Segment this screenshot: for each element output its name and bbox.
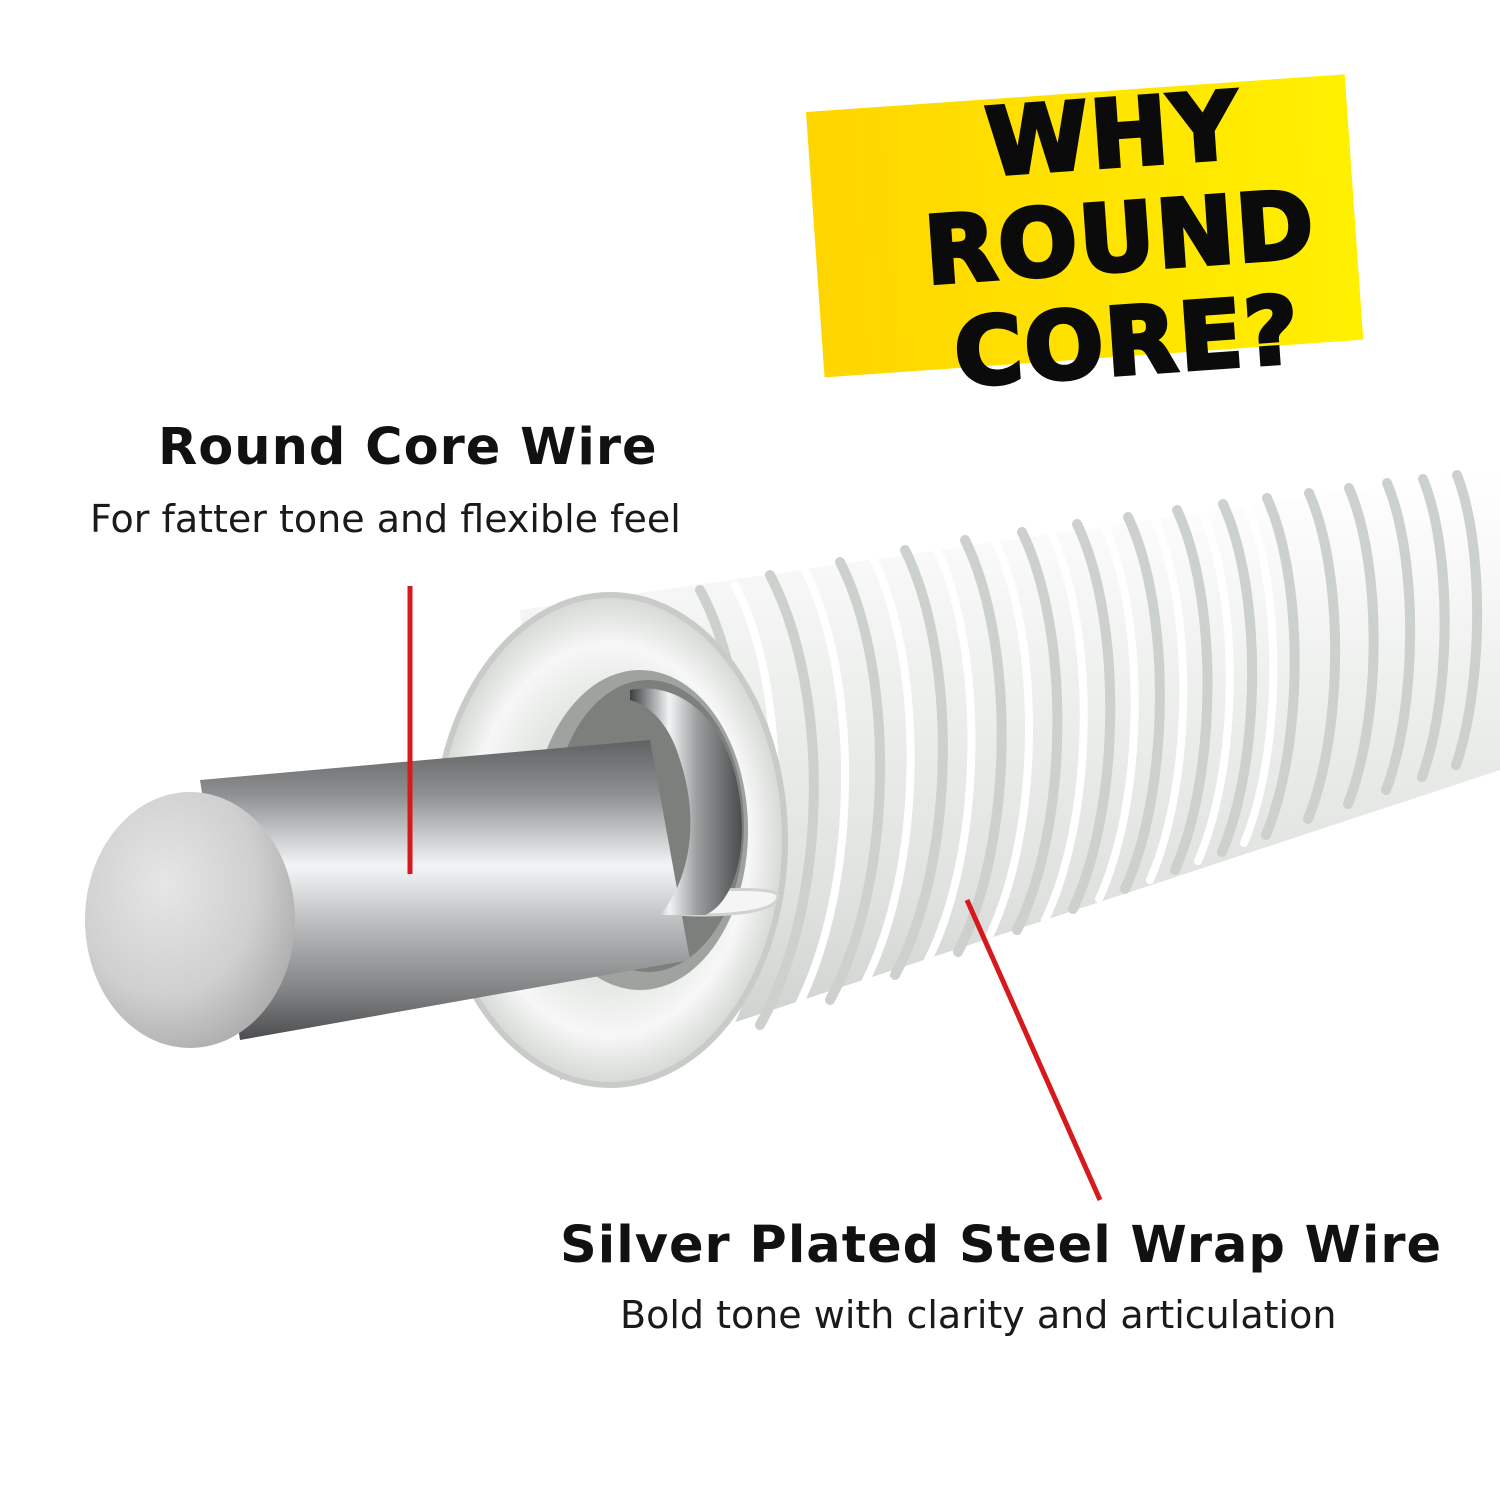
headline: WHY ROUND CORE? [900, 68, 1341, 410]
wrap-callout-subtitle: Bold tone with clarity and articulation [620, 1293, 1337, 1337]
core-wire-end-cap [85, 792, 295, 1048]
wrap-wire-coil-turns [685, 470, 1483, 1055]
core-callout-title: Round Core Wire [158, 418, 658, 477]
wrap-leader-line [964, 898, 1103, 1202]
wrap-callout-title: Silver Plated Steel Wrap Wire [560, 1216, 1443, 1275]
core-callout-subtitle: For fatter tone and flexible feel [90, 497, 681, 541]
round-core-wire [85, 688, 742, 1048]
